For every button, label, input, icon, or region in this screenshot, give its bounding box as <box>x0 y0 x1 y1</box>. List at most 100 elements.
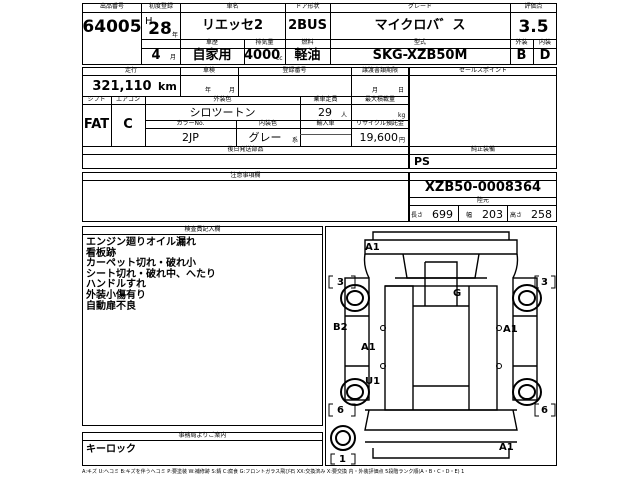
inspector-box <box>82 226 323 426</box>
usage-label: 車歴 <box>205 39 218 46</box>
vehicle-info-grid <box>82 67 409 169</box>
width-label: 幅 <box>466 212 473 219</box>
capacity-unit: 人 <box>341 112 348 119</box>
max-load-unit: kg <box>398 112 406 119</box>
inspector-label: 検査員記入欄 <box>184 226 221 233</box>
first-reg-month: 4 <box>151 48 161 63</box>
interior-label: 内装 <box>538 39 551 46</box>
aftermarket-label: 後日発送部品 <box>227 146 264 153</box>
damage-mark: A1 <box>365 242 380 253</box>
door-type: 2BUS <box>288 18 327 33</box>
auction-no-label: 出品番号 <box>99 3 124 10</box>
displacement-unit: cc <box>276 55 283 62</box>
fuel-label: 燃料 <box>301 39 314 46</box>
office-note: キーロック <box>86 444 136 455</box>
doc-deadline-label: 譲渡書類期限 <box>361 67 398 74</box>
shift: FAT <box>83 117 110 132</box>
genuine-equipment: PS <box>414 155 430 168</box>
recycle-fee: 19,600 <box>359 131 399 144</box>
recycle-unit: 円 <box>399 137 406 144</box>
damage-mark: B2 <box>333 322 348 333</box>
interior-color-label: 内装色 <box>258 120 277 127</box>
score: 3.5 <box>518 17 549 37</box>
year-unit: 年 <box>172 32 179 39</box>
capacity: 29 <box>318 106 332 119</box>
mileage: 321,110 <box>92 79 152 94</box>
damage-mark: A1 <box>499 442 514 453</box>
height: 258 <box>531 208 552 221</box>
office-box <box>82 432 323 466</box>
grade: マイクロバ゛ス <box>374 18 466 33</box>
vehicle-diagram: A1 3 3 G B2 A1 A1 U1 6 6 1 A1 <box>328 231 556 465</box>
notice-label: 注意事項欄 <box>230 172 261 179</box>
legend: A:キズ U:ヘコミ B:キズを伴うヘコミ P:要塗装 W:補修跡 S:錆 C:… <box>82 469 465 475</box>
aircon-label: エアコン <box>115 96 140 103</box>
inspector-note: ハンドルすれ <box>86 279 146 290</box>
reg-no-label: 登録番号 <box>282 67 307 74</box>
displacement: 4000 <box>244 48 281 63</box>
interior-color: グレー <box>248 131 282 144</box>
length-label: 長さ <box>411 212 424 219</box>
length: 699 <box>432 208 453 221</box>
score-label: 評価点 <box>524 3 543 10</box>
inspector-note: エンジン廻りオイル漏れ <box>86 237 196 248</box>
displacement-label: 排気量 <box>255 39 274 46</box>
doc-month-unit: 月 <box>372 87 379 94</box>
car-name: リエッセ2 <box>201 18 264 33</box>
model-label: 型式 <box>413 39 426 46</box>
doc-day-unit: 日 <box>398 87 405 94</box>
chassis-sub-label: 陸元 <box>476 197 489 204</box>
damage-mark: 6 <box>337 405 344 416</box>
chassis-number: XZB50-0008364 <box>424 180 542 195</box>
color-no: 2JP <box>182 131 199 144</box>
interior-score: D <box>539 48 551 63</box>
height-label: 高さ <box>510 212 523 219</box>
office-label: 事務局よりご案内 <box>178 432 227 439</box>
damage-mark: 1 <box>339 454 346 465</box>
damage-mark: A1 <box>361 342 376 353</box>
aircon: C <box>123 117 133 132</box>
damage-mark: A1 <box>503 324 518 335</box>
month-unit: 月 <box>170 54 177 61</box>
color-no-label: カラーNo. <box>176 120 205 127</box>
damage-mark: G <box>453 288 461 299</box>
damage-mark: 3 <box>541 277 548 288</box>
first-reg-label: 初度登録 <box>148 3 173 10</box>
inspector-note: カーペット切れ・破れ小 <box>86 258 196 269</box>
auction-no-cell <box>82 3 142 65</box>
era: H <box>145 16 153 27</box>
door-label: ドア形状 <box>295 3 320 10</box>
first-reg-year: 28 <box>148 19 172 39</box>
interior-color-suffix: 系 <box>292 137 299 144</box>
import-label: 輸入車 <box>316 120 335 127</box>
inspector-note: 看板跡 <box>86 248 116 259</box>
inspection-month-unit: 月 <box>229 87 236 94</box>
car-name-label: 車名 <box>226 3 239 10</box>
notice-box <box>82 172 409 222</box>
exterior-label: 外装 <box>515 39 528 46</box>
model-code: SKG-XZB50M <box>372 48 468 63</box>
grade-label: グレード <box>407 3 432 10</box>
exterior-score: B <box>516 48 527 63</box>
mileage-label: 走行 <box>124 67 137 74</box>
width: 203 <box>482 208 503 221</box>
shift-label: シフト <box>87 96 106 103</box>
inspection-label: 車検 <box>202 67 215 74</box>
recycle-label: リサイクル預託金 <box>356 120 404 127</box>
damage-diagram-box <box>325 226 557 466</box>
sales-point-box <box>409 67 557 169</box>
damage-mark: U1 <box>365 376 380 387</box>
auction-number: 64005 <box>82 17 142 37</box>
usage: 自家用 <box>192 48 232 63</box>
mileage-unit: km <box>158 80 177 93</box>
sales-point-label: セールスポイント <box>458 67 507 74</box>
genuine-equip-label: 純正装備 <box>470 146 495 153</box>
inspector-note: シート切れ・破れ中、へたり <box>86 269 216 280</box>
fuel: 軽油 <box>294 48 321 63</box>
damage-mark: 6 <box>541 405 548 416</box>
inspector-note: 自動扉不良 <box>86 301 136 312</box>
exterior-color: シロツートン <box>189 106 256 119</box>
max-load-label: 最大積載量 <box>364 96 395 103</box>
inspection-year-unit: 年 <box>205 87 212 94</box>
capacity-label: 乗車定員 <box>313 96 338 103</box>
